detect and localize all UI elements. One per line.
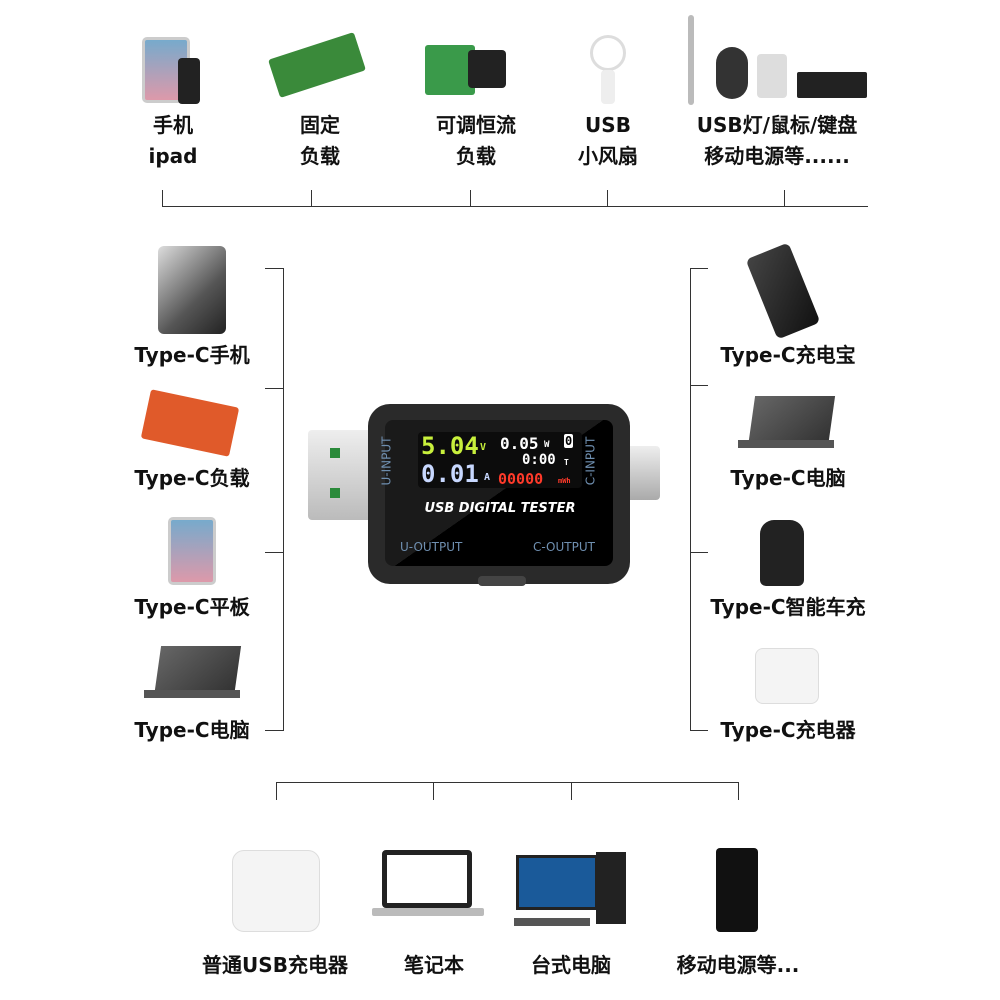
group-indicator: 0: [564, 434, 574, 448]
keyboard-icon: [797, 72, 867, 98]
left-bracket-line: [283, 268, 284, 731]
u-input-label: U-INPUT: [379, 436, 394, 486]
top-label: 可调恒流负载: [436, 110, 516, 172]
load-board-icon: [140, 389, 240, 457]
bracket-tick: [433, 782, 434, 800]
bracket-tick: [265, 268, 283, 269]
energy-value: 00000: [498, 470, 544, 488]
bracket-tick: [265, 388, 283, 389]
bracket-tick: [571, 782, 572, 800]
bracket-tick: [162, 190, 163, 207]
usb-a-plug: [308, 430, 374, 520]
bracket-tick: [690, 730, 708, 731]
desktop-monitor-icon: [516, 855, 598, 910]
power-bank-icon: [716, 848, 758, 932]
left-label: Type-C手机: [134, 343, 250, 367]
right-label: Type-C充电器: [720, 718, 856, 742]
top-label: USB灯/鼠标/键盘移动电源等......: [697, 110, 858, 172]
c-output-label: C-OUTPUT: [533, 540, 595, 554]
u-output-label: U-OUTPUT: [400, 540, 463, 554]
current-value: 0.01: [421, 460, 479, 488]
bottom-label: 台式电脑: [531, 953, 611, 977]
label-line: 固定: [300, 113, 340, 137]
fixed-load-icon: [268, 32, 366, 98]
bracket-tick: [311, 190, 312, 207]
right-label: Type-C充电宝: [720, 343, 856, 367]
voltage-unit: V: [480, 442, 487, 453]
usb-lamp-icon: [688, 15, 694, 105]
usb-charger-icon: [232, 850, 320, 932]
right-label: Type-C智能车充: [710, 595, 866, 619]
tester-display: 5.04 V 0.05 W 0 0.01 A 0:00 T 00000 mWh: [418, 432, 582, 488]
current-unit: A: [484, 472, 491, 483]
notebook-base-icon: [372, 908, 484, 916]
power-bank-icon: [745, 242, 821, 340]
right-label: Type-C电脑: [730, 466, 846, 490]
bracket-tick: [690, 385, 708, 386]
car-charger-icon: [760, 520, 804, 586]
laptop-base-icon: [738, 440, 834, 448]
bracket-tick: [607, 190, 608, 207]
phone-icon: [178, 58, 200, 104]
power-bank-icon: [757, 54, 787, 98]
top-label: 手机 ipad: [149, 110, 198, 172]
c-input-label: C-INPUT: [583, 436, 598, 486]
power-value: 0.05: [500, 434, 539, 453]
bottom-label: 笔记本: [404, 953, 464, 977]
charger-icon: [755, 648, 819, 704]
label-line: USB: [585, 113, 631, 137]
top-bracket-line: [162, 206, 868, 207]
bracket-tick: [276, 782, 277, 800]
usb-a-pin: [330, 448, 340, 458]
label-line: 小风扇: [578, 144, 638, 168]
smartphone-icon: [158, 246, 226, 334]
laptop-icon: [748, 396, 836, 440]
bracket-tick: [470, 190, 471, 207]
label-line: USB灯/鼠标/键盘: [696, 113, 858, 137]
time-value: 0:00: [522, 452, 556, 468]
type-c-plug: [626, 446, 660, 500]
energy-unit: mWh: [558, 477, 571, 485]
desktop-tower-icon: [596, 852, 626, 924]
usb-a-pin: [330, 488, 340, 498]
bracket-tick: [690, 268, 708, 269]
bottom-bracket-line: [276, 782, 739, 783]
usb-fan-stand-icon: [601, 70, 615, 104]
laptop-icon: [154, 646, 242, 690]
label-line: 负载: [300, 144, 340, 168]
bottom-label: 普通USB充电器: [202, 953, 348, 977]
tablet-icon: [168, 517, 216, 585]
top-label: 固定负载: [300, 110, 340, 172]
voltage-value: 5.04: [421, 432, 479, 460]
label-line: ipad: [148, 144, 198, 168]
mouse-icon: [716, 47, 748, 99]
notebook-icon: [382, 850, 472, 908]
bottom-label: 移动电源等...: [676, 953, 800, 977]
fan-icon: [468, 50, 506, 88]
bracket-tick: [690, 552, 708, 553]
bracket-tick: [265, 552, 283, 553]
bracket-tick: [784, 190, 785, 207]
left-label: Type-C平板: [134, 595, 250, 619]
tester-title: USB DIGITAL TESTER: [424, 501, 576, 516]
right-bracket-line: [690, 268, 691, 731]
tester-button: [478, 576, 526, 586]
left-label: Type-C电脑: [134, 718, 250, 742]
keyboard-icon: [514, 918, 590, 926]
bracket-tick: [738, 782, 739, 800]
time-unit: T: [564, 458, 569, 467]
label-line: 负载: [456, 144, 496, 168]
usb-fan-icon: [590, 35, 626, 71]
label-line: 手机: [152, 113, 193, 137]
adjustable-load-icon: [425, 45, 475, 95]
power-unit: W: [544, 440, 550, 450]
bracket-tick: [265, 730, 283, 731]
label-line: 移动电源等......: [704, 144, 850, 168]
left-label: Type-C负载: [134, 466, 250, 490]
top-label: USB 小风扇: [578, 110, 638, 172]
label-line: 可调恒流: [436, 113, 516, 137]
laptop-base-icon: [144, 690, 240, 698]
